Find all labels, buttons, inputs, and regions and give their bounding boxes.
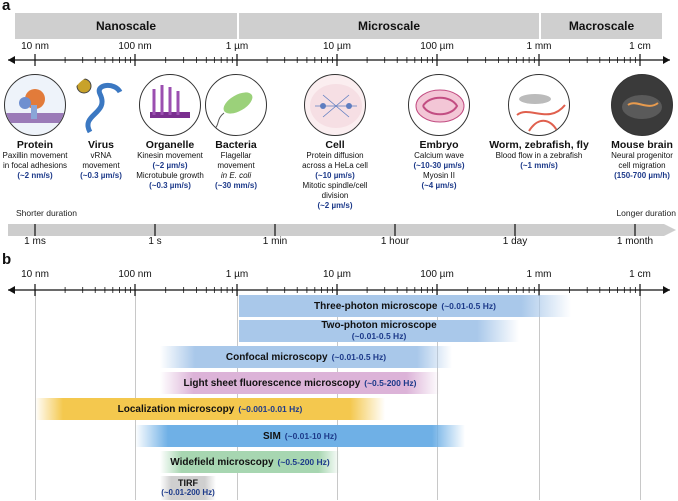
- size-tick-label: 10 µm: [323, 41, 351, 52]
- size-tick-label: 10 µm: [323, 269, 351, 280]
- size-axis-b: [8, 284, 670, 296]
- bar-three-photon: Three-photon microscope(~0.01-0.5 Hz): [239, 295, 571, 317]
- bar-sim: SIM(~0.01-10 Hz): [135, 425, 465, 447]
- time-tick-label: 1 hour: [380, 236, 410, 247]
- grid-line: [437, 290, 438, 500]
- duration-arrow: [8, 224, 676, 236]
- grid-line: [337, 290, 338, 500]
- scale-band-microscale: Microscale: [239, 13, 539, 39]
- protein-icon: [4, 74, 66, 136]
- size-tick-label: 10 nm: [21, 41, 49, 52]
- mouse-brain-icon: [611, 74, 673, 136]
- organism-worm-zebrafish-fly: Worm, zebrafish, fly Blood flow in a zeb…: [489, 139, 589, 170]
- grid-line: [640, 290, 641, 500]
- size-tick-label: 1 mm: [526, 41, 552, 52]
- bar-localization: Localization microscopy(~0.001-0.01 Hz): [35, 398, 385, 420]
- longer-duration-label: Longer duration: [616, 208, 676, 218]
- size-tick-label: 100 µm: [420, 41, 454, 52]
- size-tick-label: 1 mm: [526, 269, 552, 280]
- size-tick-label: 1 µm: [225, 269, 249, 280]
- zebrafish-icon: [508, 74, 570, 136]
- time-tick-label: 1 min: [262, 236, 288, 247]
- bar-light-sheet: Light sheet fluorescence microscopy(~0.5…: [160, 372, 440, 394]
- organism-virus: Virus vRNA movement (~0.3 µm/s): [80, 139, 122, 180]
- grid-line: [539, 290, 540, 500]
- size-tick-label: 1 cm: [629, 269, 651, 280]
- bar-tirf: TIRF (~0.01-200 Hz): [160, 476, 216, 500]
- bacteria-icon: [205, 74, 267, 136]
- organelle-icon: [139, 74, 201, 136]
- organism-protein: Protein Paxillin movement in focal adhes…: [2, 139, 68, 180]
- organism-mouse-brain: Mouse brain Neural progenitor cell migra…: [611, 139, 673, 180]
- bar-two-photon: Two-photon microscope (~0.01-0.5 Hz): [239, 320, 519, 342]
- time-tick-label: 1 month: [616, 236, 654, 247]
- size-tick-label: 1 cm: [629, 41, 651, 52]
- grid-line: [35, 290, 36, 500]
- embryo-icon: [408, 74, 470, 136]
- scale-band-nanoscale: Nanoscale: [15, 13, 237, 39]
- organism-bacteria: Bacteria Flagellar movement in E. coli (…: [214, 139, 258, 190]
- size-tick-label: 100 nm: [118, 41, 152, 52]
- bar-confocal: Confocal microscopy(~0.01-0.5 Hz): [160, 346, 452, 368]
- size-tick-label: 100 µm: [420, 269, 454, 280]
- organism-organelle: Organelle Kinesin movement (~2 µm/s) Mic…: [136, 139, 204, 190]
- scale-band-macroscale: Macroscale: [541, 13, 662, 39]
- grid-line: [135, 290, 136, 500]
- virus-icon: [70, 74, 132, 136]
- size-tick-label: 1 µm: [225, 41, 249, 52]
- organism-embryo: Embryo Calcium wave (~10-30 µm/s) Myosin…: [413, 139, 465, 190]
- time-tick-label: 1 s: [148, 236, 162, 247]
- grid-line: [237, 290, 238, 500]
- size-tick-label: 100 nm: [118, 269, 152, 280]
- shorter-duration-label: Shorter duration: [16, 208, 77, 218]
- size-axis-a: [8, 54, 670, 66]
- size-tick-label: 10 nm: [21, 269, 49, 280]
- bar-widefield: Widefield microscopy(~0.5-200 Hz): [160, 451, 340, 473]
- panel-b-letter: b: [2, 251, 12, 268]
- panel-a-letter: a: [2, 0, 11, 14]
- organism-cell: Cell Protein diffusion across a HeLa cel…: [302, 139, 368, 210]
- time-tick-label: 1 day: [502, 236, 528, 247]
- time-tick-label: 1 ms: [24, 236, 46, 247]
- cell-icon: [304, 74, 366, 136]
